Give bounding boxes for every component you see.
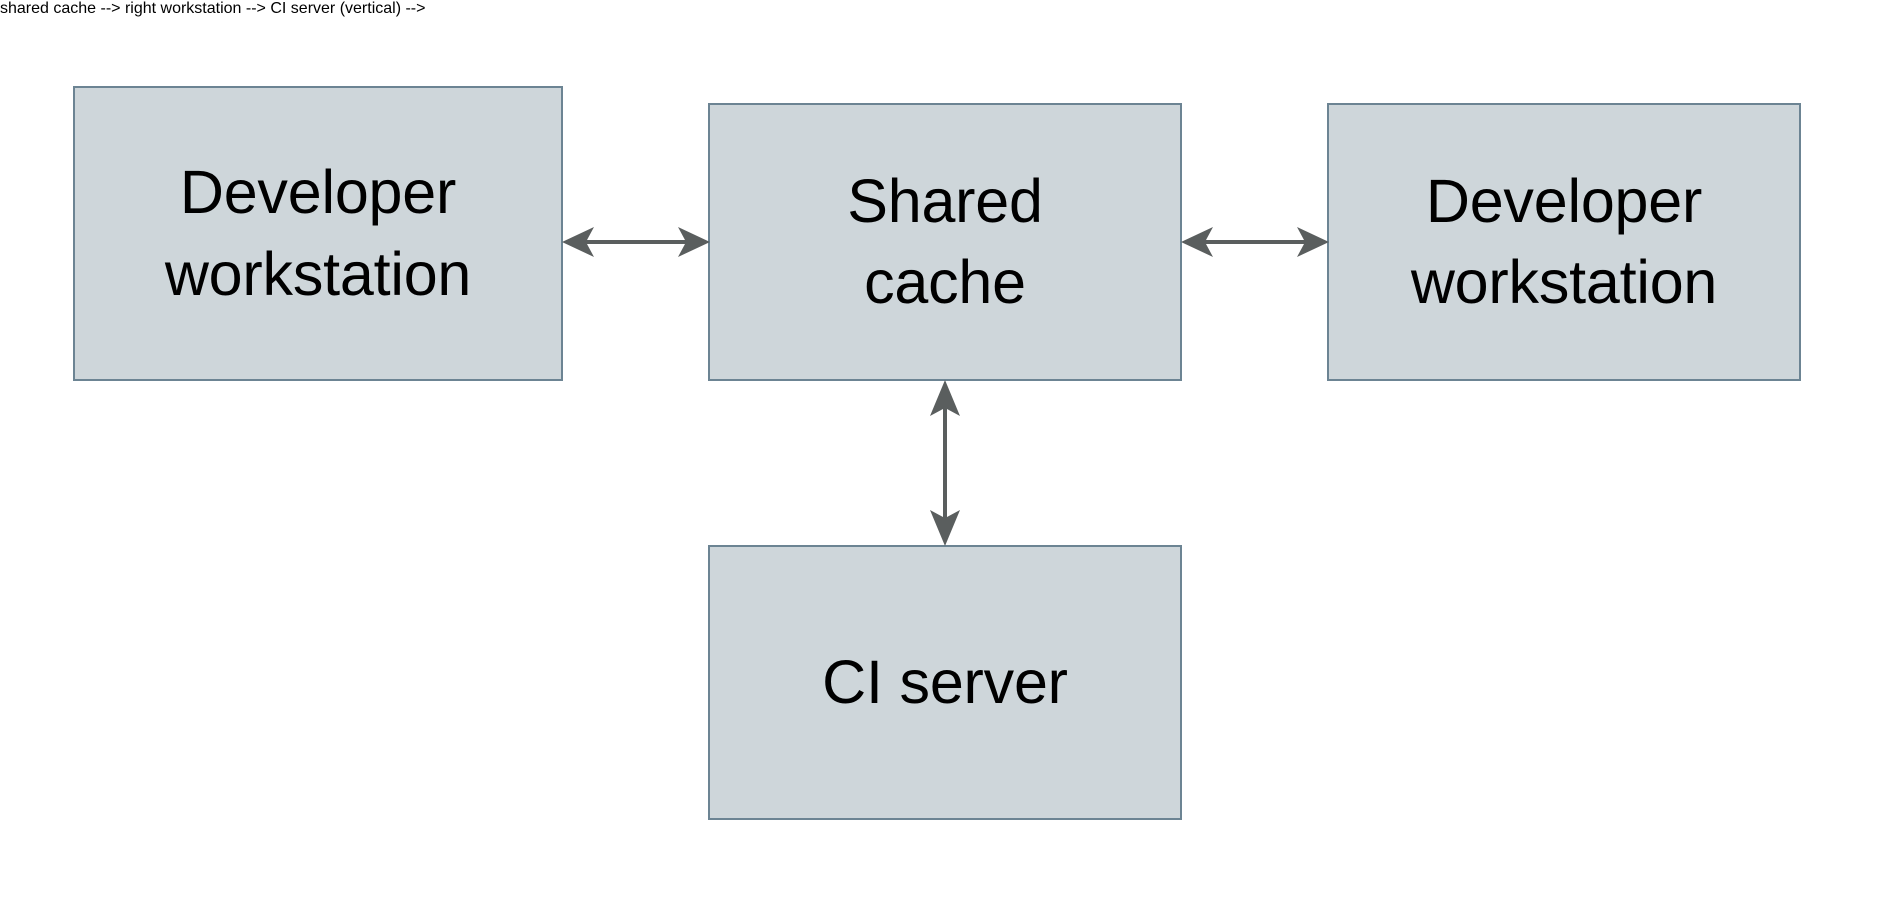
connector-dev-left-to-shared-cache — [562, 227, 710, 257]
node-developer-workstation-left[interactable]: Developer workstation — [73, 86, 563, 381]
node-label: Developer workstation — [1410, 166, 1718, 316]
node-developer-workstation-right[interactable]: Developer workstation — [1327, 103, 1801, 381]
node-label: CI server — [822, 647, 1068, 716]
connector-shared-cache-to-ci-server — [930, 380, 960, 546]
connector-shared-cache-to-dev-right — [1181, 227, 1329, 257]
node-label: Shared cache — [847, 166, 1043, 316]
node-shared-cache[interactable]: Shared cache — [708, 103, 1182, 381]
node-ci-server[interactable]: CI server — [708, 545, 1182, 820]
node-label: Developer workstation — [164, 158, 472, 308]
